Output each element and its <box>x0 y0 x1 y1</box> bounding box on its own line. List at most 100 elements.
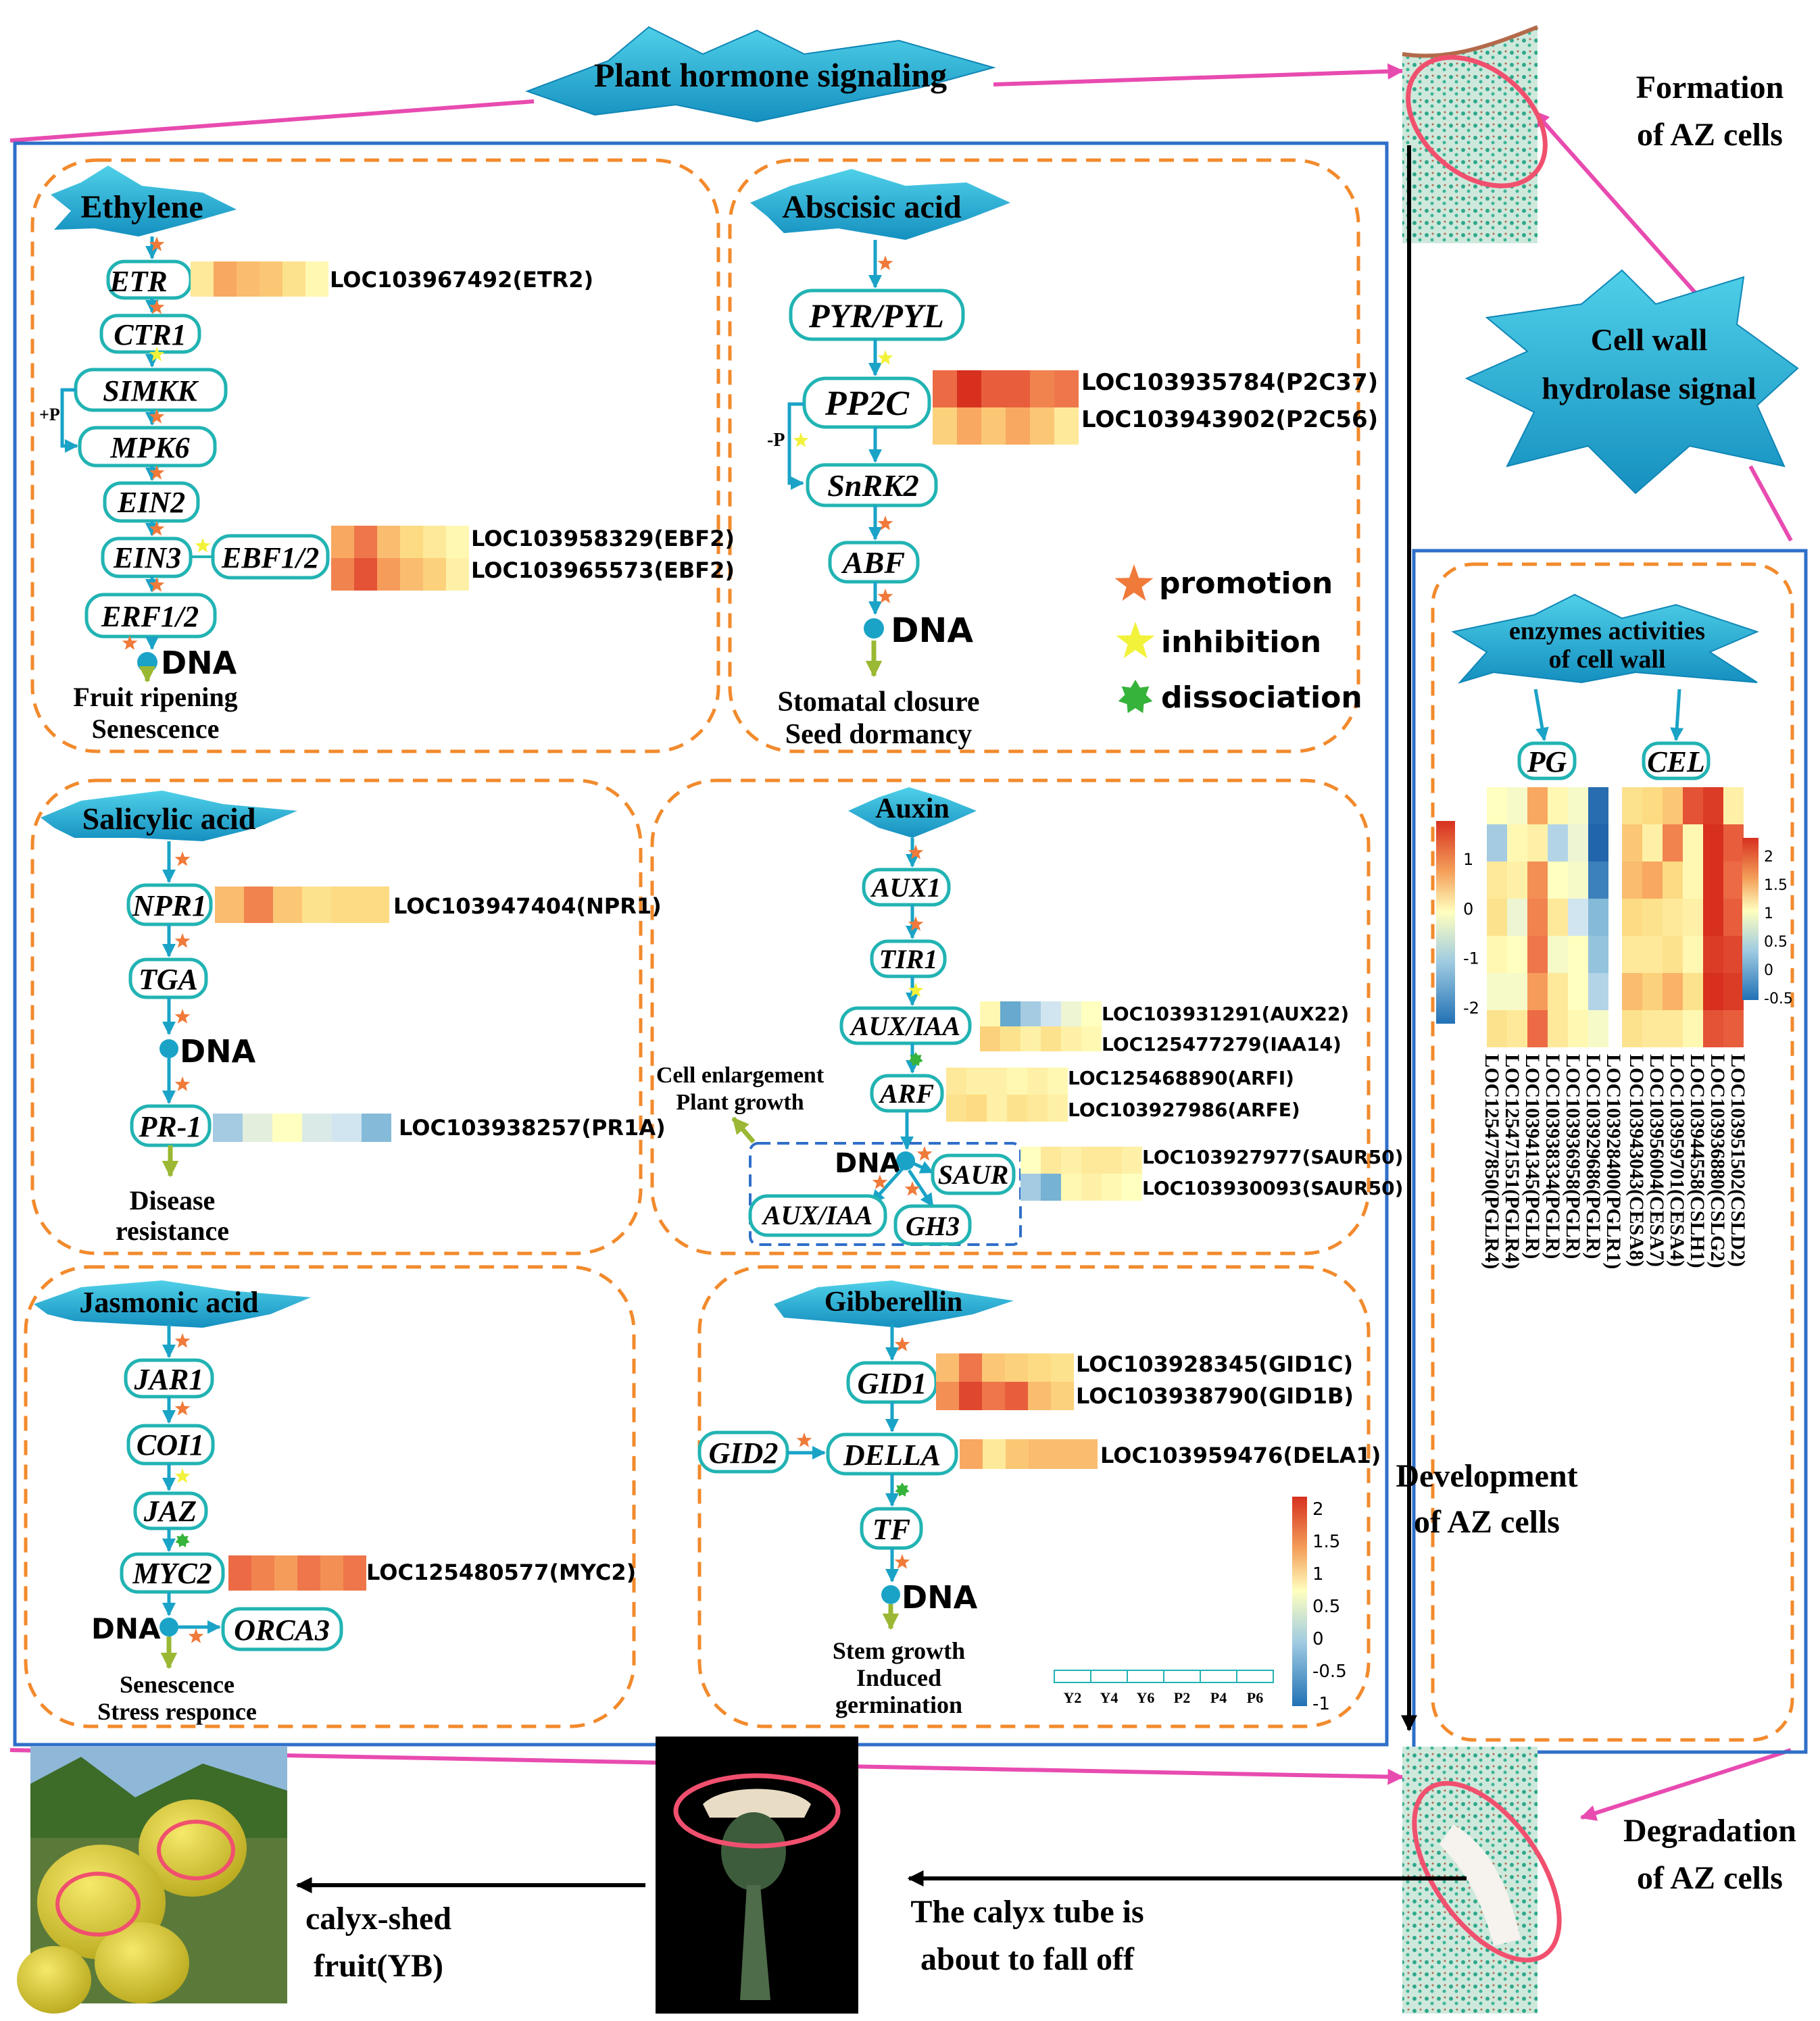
ja-output-1: Senescence <box>120 1671 235 1698</box>
aux-iaa-node <box>839 1006 972 1045</box>
ga-output-3: germination <box>835 1691 962 1718</box>
p2c-cell <box>957 407 981 445</box>
pg-cell <box>1568 787 1588 824</box>
legend: promotion inhibition dissociation <box>1114 564 1362 715</box>
aba-star: Abscisic acid <box>750 169 1010 240</box>
enzyme-gene-label: LOC103944558(CSLH1) <box>1686 1054 1708 1268</box>
auxin-dna-label: DNA <box>835 1148 901 1179</box>
cel-cell <box>1703 899 1723 936</box>
regulation-markers <box>122 236 933 1643</box>
npr1-heatmap <box>215 887 389 923</box>
npr1-cell <box>244 887 273 923</box>
arfe-cell <box>946 1095 966 1122</box>
cell-wall-signal-star: Cell wall hydrolase signal <box>1465 269 1799 495</box>
dela1-cell <box>960 1439 983 1469</box>
jaz-label: JAZ <box>143 1495 197 1528</box>
formation-label-2: of AZ cells <box>1637 117 1783 153</box>
cel-cell <box>1683 862 1703 899</box>
tir1-node <box>870 939 947 978</box>
promotion-marker <box>149 465 165 480</box>
cel-cell <box>1703 973 1723 1010</box>
p2c-cell <box>933 370 957 407</box>
enzyme-gene-label: LOC103929686(PGLR) <box>1582 1054 1604 1259</box>
p2c-cell <box>1030 407 1054 445</box>
auxin-pathway: AUX1 TIR1 AUX/IAA ARF DNA SAUR AUX/IAA G… <box>656 838 1022 1246</box>
arfe-cell <box>1007 1095 1027 1122</box>
arfi-cell <box>1027 1068 1048 1095</box>
pg-cell <box>1568 973 1588 1010</box>
cel-cell <box>1683 787 1703 824</box>
pyr-pyl-label: PYR/PYL <box>808 297 944 334</box>
saur1-cell <box>1020 1147 1041 1174</box>
dela1-gene-label: LOC103959476(DELA1) <box>1100 1443 1381 1468</box>
pg-cell <box>1527 899 1548 936</box>
pg-cell <box>1507 936 1527 973</box>
pg-gene-labels: LOC125477850(PGLR4)LOC125471551(PGLR4)LO… <box>1481 1054 1625 1269</box>
enzymes-star: enzymes activities of cell wall <box>1451 593 1759 684</box>
p2c-cell <box>957 370 981 407</box>
pg-cell <box>1588 973 1608 1010</box>
gid1c-cell <box>1005 1353 1028 1382</box>
gh3-label: GH3 <box>906 1211 960 1241</box>
simkk-label: SIMKK <box>103 374 199 407</box>
sample-cell <box>1236 1670 1274 1683</box>
snrk2-node <box>806 463 938 507</box>
cel-scale-ticks: 21.510.50-0.5 <box>1764 849 1793 1007</box>
enzyme-gene-label: LOC103941345(PGLR) <box>1521 1054 1544 1259</box>
ethylene-pathway: ETR CTR1 SIMKK MPK6 +P EIN2 EIN3 EBF1/2 … <box>39 236 330 744</box>
cel-cell <box>1703 862 1723 899</box>
pr1a-gene-label: LOC103938257(PR1A) <box>399 1115 666 1141</box>
saur1-cell <box>1102 1147 1122 1174</box>
gid1c-cell <box>982 1353 1005 1382</box>
aux22-cell <box>980 1001 1000 1026</box>
arfi-cell <box>946 1068 966 1095</box>
cel-label: CEL <box>1647 745 1705 778</box>
promotion-marker <box>894 1554 910 1569</box>
scale-tick: -1 <box>1463 949 1479 968</box>
enzyme-gene-label: LOC125471551(PGLR4) <box>1501 1054 1523 1269</box>
pp2c-label: PP2C <box>825 384 910 423</box>
cel-cell <box>1622 862 1642 899</box>
scale-tick: 0 <box>1764 962 1773 979</box>
aux22-cell <box>1020 1001 1041 1026</box>
ebf-cell <box>354 526 377 558</box>
enzymes-frame <box>1412 549 1808 1754</box>
saur2-cell <box>1102 1174 1122 1201</box>
npr1-cell <box>360 887 389 923</box>
pr1-label: PR-1 <box>139 1110 202 1143</box>
calyx-shed-label-2: fruit(YB) <box>314 1948 443 1984</box>
enzyme-gene-label: LOC103936880(CSLG2) <box>1706 1054 1729 1268</box>
saur2-cell <box>1122 1174 1142 1201</box>
pg-cell <box>1507 787 1527 824</box>
enzyme-gene-label: LOC103951502(CSLD2) <box>1727 1054 1749 1267</box>
cel-cell <box>1703 824 1723 862</box>
cel-cell <box>1622 973 1642 1010</box>
ebf-cell <box>331 558 354 591</box>
myc2-gene-label: LOC125480577(MYC2) <box>366 1560 636 1585</box>
pg-cell <box>1548 899 1568 936</box>
cel-cell <box>1622 1010 1642 1047</box>
inhibition-marker <box>908 982 924 997</box>
pg-cell <box>1507 862 1527 899</box>
cel-cell <box>1663 899 1683 936</box>
aux-iaa-response-label: AUX/IAA <box>761 1200 872 1230</box>
dissociation-marker <box>175 1533 190 1547</box>
cel-cell <box>1723 1010 1744 1047</box>
etr-label: ETR <box>109 265 168 298</box>
pg-cell <box>1568 936 1588 973</box>
coi1-label: COI1 <box>137 1428 204 1462</box>
cel-cell <box>1683 824 1703 862</box>
cell-wall-label-2: hydrolase signal <box>1542 371 1756 405</box>
etr-cell <box>214 261 237 297</box>
cel-cell <box>1622 936 1642 973</box>
pg-node <box>1517 741 1577 780</box>
iaa14-cell <box>1061 1026 1081 1051</box>
p2c-cell <box>1030 370 1054 407</box>
pg-label: PG <box>1527 745 1567 778</box>
pg-cell <box>1588 824 1608 862</box>
cel-cell <box>1703 936 1723 973</box>
ebf-gene-label-1: LOC103958329(EBF2) <box>471 526 735 551</box>
myc2-node <box>120 1552 225 1594</box>
promotion-marker <box>174 933 191 948</box>
cel-cell <box>1703 1010 1723 1047</box>
